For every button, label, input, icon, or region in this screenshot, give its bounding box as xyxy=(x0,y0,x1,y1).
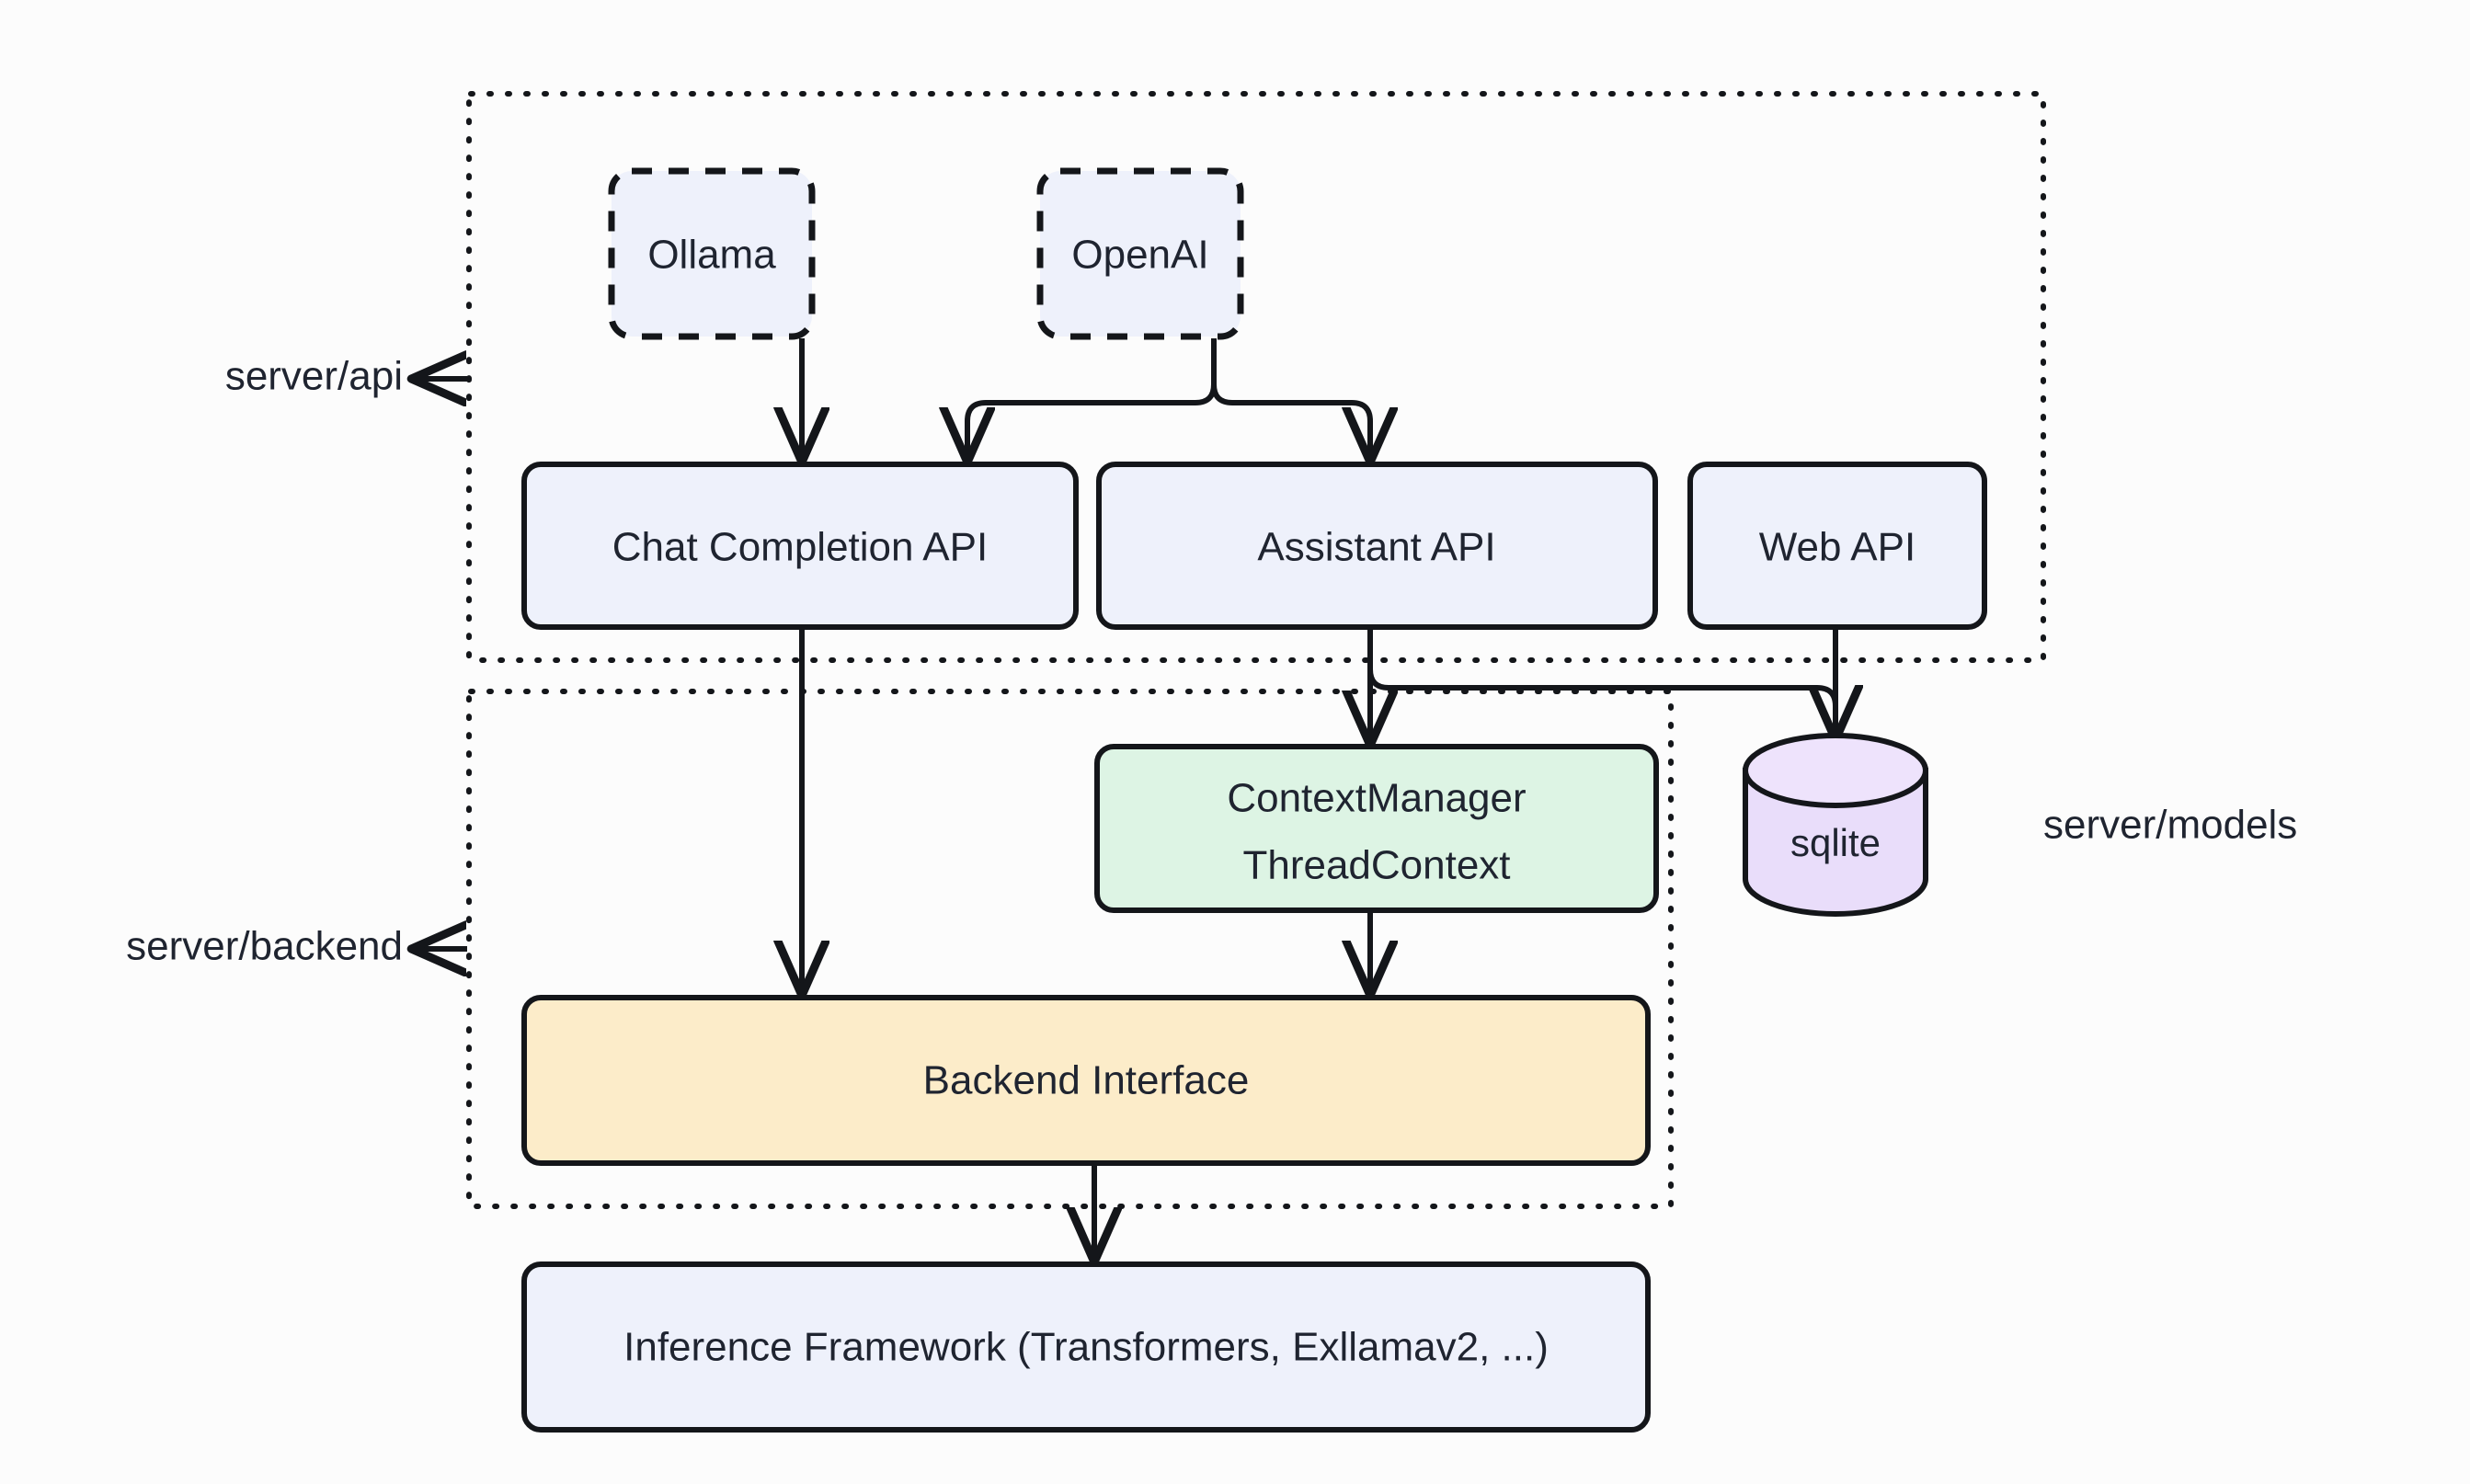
node-ollama[interactable]: Ollama xyxy=(608,167,816,340)
node-ollama-label: Ollama xyxy=(647,233,776,278)
node-context-manager-shape xyxy=(1094,744,1659,913)
node-sqlite-top xyxy=(1743,733,1928,808)
node-backend-interface[interactable]: Backend Interface xyxy=(521,995,1651,1166)
group-container-api xyxy=(466,91,2046,663)
node-context-manager[interactable]: ContextManager ThreadContext xyxy=(1094,744,1659,913)
node-inference-framework-shape xyxy=(521,1261,1651,1433)
node-assistant-api-shape xyxy=(1096,462,1658,630)
group-label-models: server/models xyxy=(2043,803,2297,848)
node-sqlite[interactable]: sqlite xyxy=(1743,733,1928,917)
node-sqlite-label: sqlite xyxy=(1790,821,1881,864)
edge-openai-to-chat-completion-api xyxy=(967,338,1217,458)
node-assistant-api[interactable]: Assistant API xyxy=(1096,462,1658,630)
node-sqlite-body xyxy=(1743,768,1928,917)
node-chat-completion-api-label: Chat Completion API xyxy=(612,525,988,570)
node-context-manager-label-line1: ContextManager xyxy=(1227,776,1526,821)
node-backend-interface-shape xyxy=(521,995,1651,1166)
node-assistant-api-label: Assistant API xyxy=(1257,525,1495,570)
edge-openai-to-assistant-api xyxy=(1211,338,1370,458)
node-chat-completion-api[interactable]: Chat Completion API xyxy=(521,462,1079,630)
node-openai[interactable]: OpenAI xyxy=(1036,167,1244,340)
group-container-backend xyxy=(466,689,1674,1209)
node-chat-completion-api-shape xyxy=(521,462,1079,630)
node-openai-label: OpenAI xyxy=(1071,233,1208,278)
node-inference-framework-label: Inference Framework (Transformers, Exlla… xyxy=(623,1325,1549,1370)
group-label-api: server/api xyxy=(225,354,403,399)
node-context-manager-label-line2: ThreadContext xyxy=(1242,843,1510,888)
node-inference-framework[interactable]: Inference Framework (Transformers, Exlla… xyxy=(521,1261,1651,1433)
node-web-api[interactable]: Web API xyxy=(1687,462,1987,630)
node-backend-interface-label: Backend Interface xyxy=(923,1058,1250,1103)
edge-assistant-api-to-sqlite xyxy=(1367,627,1838,726)
node-ollama-shape xyxy=(608,167,816,340)
node-web-api-shape xyxy=(1687,462,1987,630)
node-web-api-label: Web API xyxy=(1759,525,1915,570)
node-openai-shape xyxy=(1036,167,1244,340)
group-label-backend: server/backend xyxy=(126,924,403,969)
